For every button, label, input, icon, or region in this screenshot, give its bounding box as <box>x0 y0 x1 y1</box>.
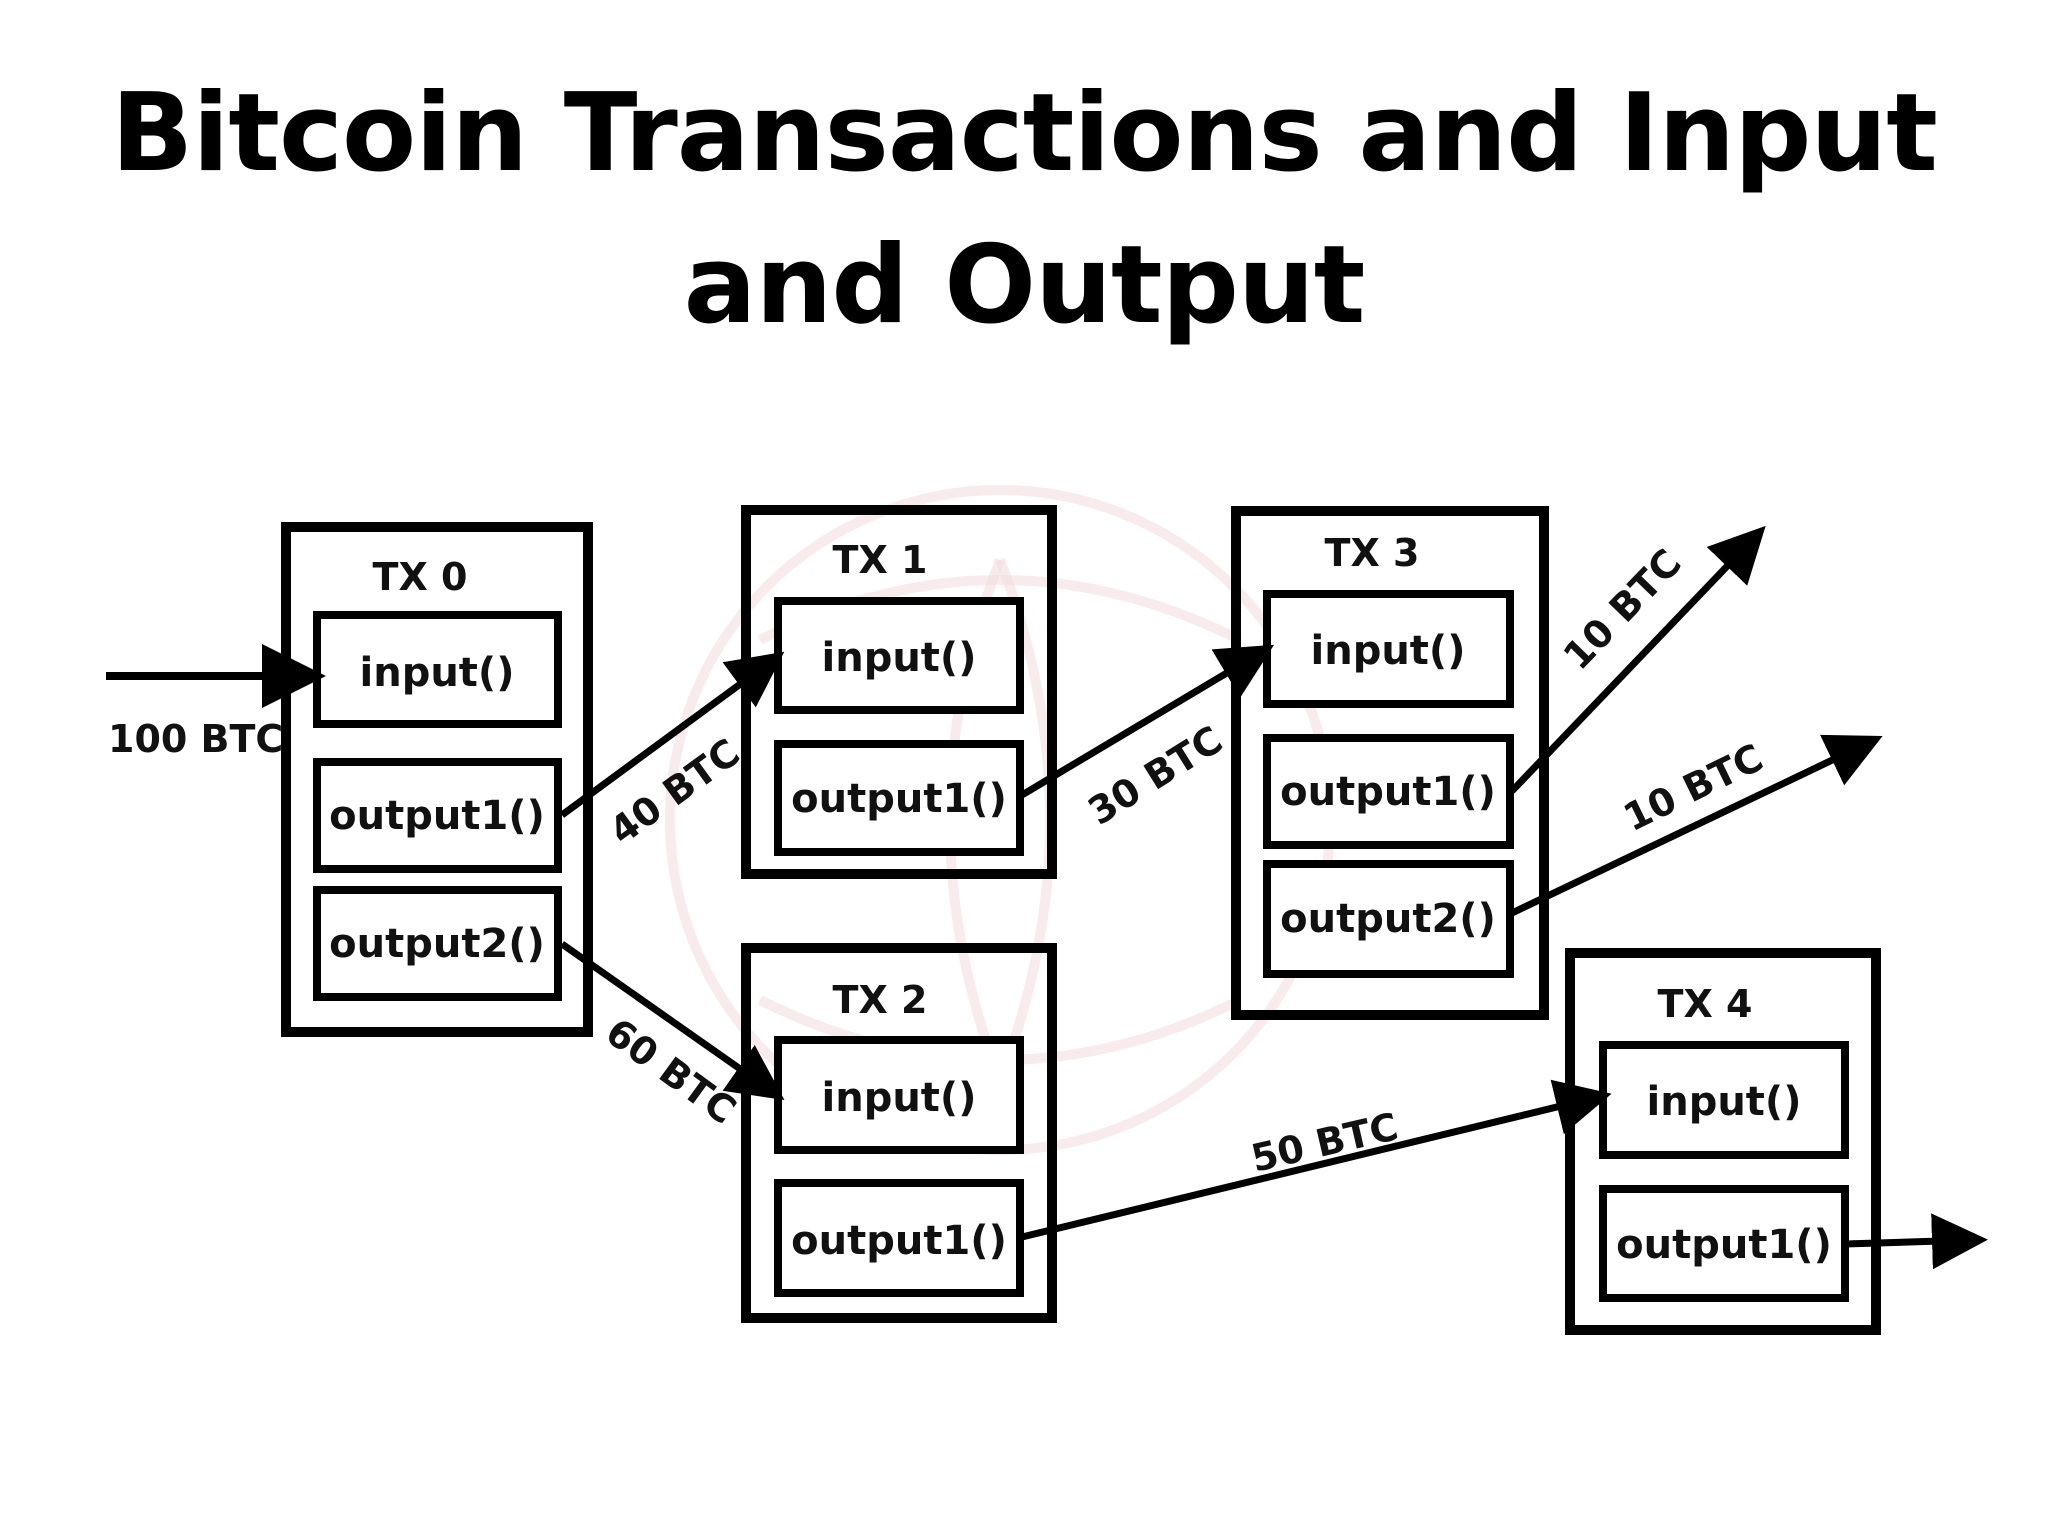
tx-3-input-label: input() <box>1311 628 1466 674</box>
edge-label-30: 30 BTC <box>1080 717 1230 833</box>
tx-0-input-port <box>313 611 562 728</box>
tx-3-output2-label: output2() <box>1280 896 1496 942</box>
tx-4-input-port <box>1599 1041 1849 1159</box>
tx-1-output1-port <box>774 740 1024 856</box>
tx-4-output1-label: output1() <box>1616 1222 1832 1268</box>
tx-3-box <box>1231 506 1549 1020</box>
slide-title: Bitcoin Transactions and Input and Outpu… <box>111 71 1938 348</box>
edge-label-10a: 10 BTC <box>1555 541 1690 679</box>
tx-3-title: TX 3 <box>1325 531 1420 575</box>
tx-3: TX 3 input() output1() output2() <box>1231 506 1549 1020</box>
tx-1: TX 1 input() output1() <box>741 505 1057 879</box>
edge-label-50: 50 BTC <box>1247 1104 1402 1180</box>
edge-tx3-out1 <box>1509 525 1766 794</box>
tx-0: TX 0 input() output1() output2() <box>281 522 593 1037</box>
tx-2-input-label: input() <box>822 1075 977 1121</box>
tx-2-title: TX 2 <box>833 978 928 1022</box>
tx-1-title: TX 1 <box>833 538 928 582</box>
tx-4-box <box>1565 948 1881 1335</box>
tx-0-output2-label: output2() <box>329 921 545 967</box>
edge-tx0-to-tx2 <box>559 941 785 1101</box>
tx-0-output2-port <box>313 886 562 1001</box>
tx-0-input-label: input() <box>360 650 515 696</box>
tx-0-box <box>281 522 593 1037</box>
tx-4-input-label: input() <box>1647 1079 1802 1125</box>
tx-1-input-label: input() <box>822 635 977 681</box>
tx-0-output1-label: output1() <box>329 793 545 839</box>
tx-3-output2-port <box>1263 860 1514 978</box>
tx-4-title: TX 4 <box>1658 982 1753 1026</box>
tx-2-output1-port <box>774 1179 1024 1297</box>
tx-2-box <box>741 943 1057 1323</box>
tx-3-output1-label: output1() <box>1280 769 1496 815</box>
tx-1-output1-label: output1() <box>791 776 1007 822</box>
edge-tx2-to-tx4 <box>1021 1079 1612 1241</box>
tx-2-output1-label: output1() <box>791 1218 1007 1264</box>
tx-4: TX 4 input() output1() <box>1565 948 1881 1335</box>
tx-0-title: TX 0 <box>373 555 468 599</box>
tx-2: TX 2 input() output1() <box>741 943 1057 1323</box>
edge-label-60: 60 BTC <box>598 1010 744 1133</box>
edge-tx1-to-tx3 <box>1020 644 1275 799</box>
edge-tx0-to-tx1 <box>559 651 785 818</box>
edge-tx4-out <box>1844 1213 1988 1270</box>
tx-1-input-port <box>774 597 1024 714</box>
tx-2-input-port <box>774 1036 1024 1154</box>
edge-label-100: 100 BTC <box>108 717 283 761</box>
tx-3-output1-port <box>1263 734 1514 849</box>
edge-tx3-out2 <box>1510 734 1883 917</box>
tx-3-input-port <box>1263 590 1514 708</box>
tx-0-output1-port <box>313 758 562 873</box>
